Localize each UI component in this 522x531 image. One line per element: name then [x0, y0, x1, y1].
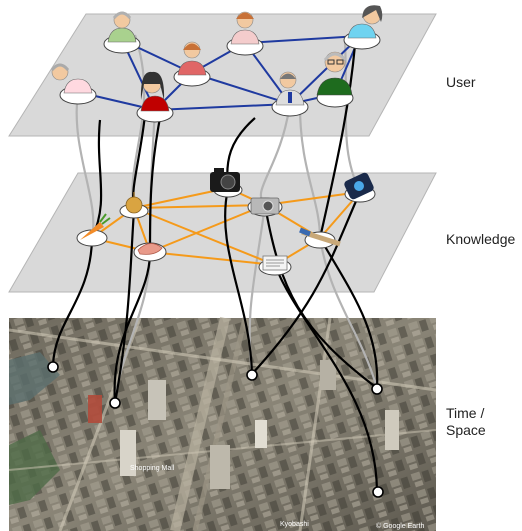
nurse-user: [236, 12, 254, 19]
knowledge-node-newspaper[interactable]: [258, 255, 292, 276]
location-marker[interactable]: [372, 486, 384, 498]
knowledge-node-meat[interactable]: [133, 242, 167, 262]
user-node-old-man[interactable]: [50, 63, 97, 105]
user-node-businessman[interactable]: [271, 71, 309, 117]
girl-user: [362, 5, 383, 22]
knowledge-nodes: [76, 168, 376, 276]
knowledge-node-carrot[interactable]: [76, 213, 111, 247]
user-node-nurse[interactable]: [226, 11, 264, 56]
location-marker[interactable]: [246, 369, 258, 381]
user-node-woman[interactable]: [173, 41, 211, 87]
woman-user: [183, 43, 201, 50]
space-layer-label: Space: [446, 422, 486, 438]
elderly-man-user: [112, 11, 132, 19]
knowledge-layer-label: Knowledge: [446, 231, 516, 247]
map-label-shopping-mall: Shopping Mall: [130, 465, 175, 472]
time-layer-label: Time /: [446, 405, 485, 421]
user-node-girl[interactable]: [343, 5, 383, 50]
grandpa-user: [323, 52, 347, 62]
knowledge-node-camera[interactable]: [210, 168, 243, 198]
map-layer: Shopping Mall Kyobashi © Google Earth: [8, 316, 437, 531]
location-markers: [47, 361, 384, 498]
old-man-user: [50, 63, 70, 71]
location-marker[interactable]: [371, 383, 383, 395]
railway: [170, 316, 230, 531]
carrot-icon: [80, 222, 104, 240]
knowledge-node-onion[interactable]: [119, 192, 149, 219]
river: [9, 352, 60, 405]
user-node-grandpa[interactable]: [316, 51, 354, 108]
knowledge-node-smartphone[interactable]: [343, 171, 376, 203]
onion-icon: [125, 196, 143, 214]
user-node-long-hair-woman[interactable]: [136, 71, 174, 123]
long-hair-woman-user: [140, 71, 165, 100]
user-layer-label: User: [446, 74, 476, 90]
location-marker[interactable]: [47, 361, 59, 373]
user-node-elderly-man[interactable]: [103, 11, 141, 54]
location-marker[interactable]: [109, 397, 121, 409]
businessman-user: [280, 73, 296, 79]
knowledge-node-compact-camera[interactable]: [247, 197, 283, 217]
map-label-kyobashi: Kyobashi: [280, 521, 309, 528]
user-nodes: [50, 5, 383, 123]
map-attribution: © Google Earth: [376, 522, 424, 530]
knowledge-node-paintbrush[interactable]: [299, 227, 341, 249]
meat-icon: [137, 243, 163, 255]
